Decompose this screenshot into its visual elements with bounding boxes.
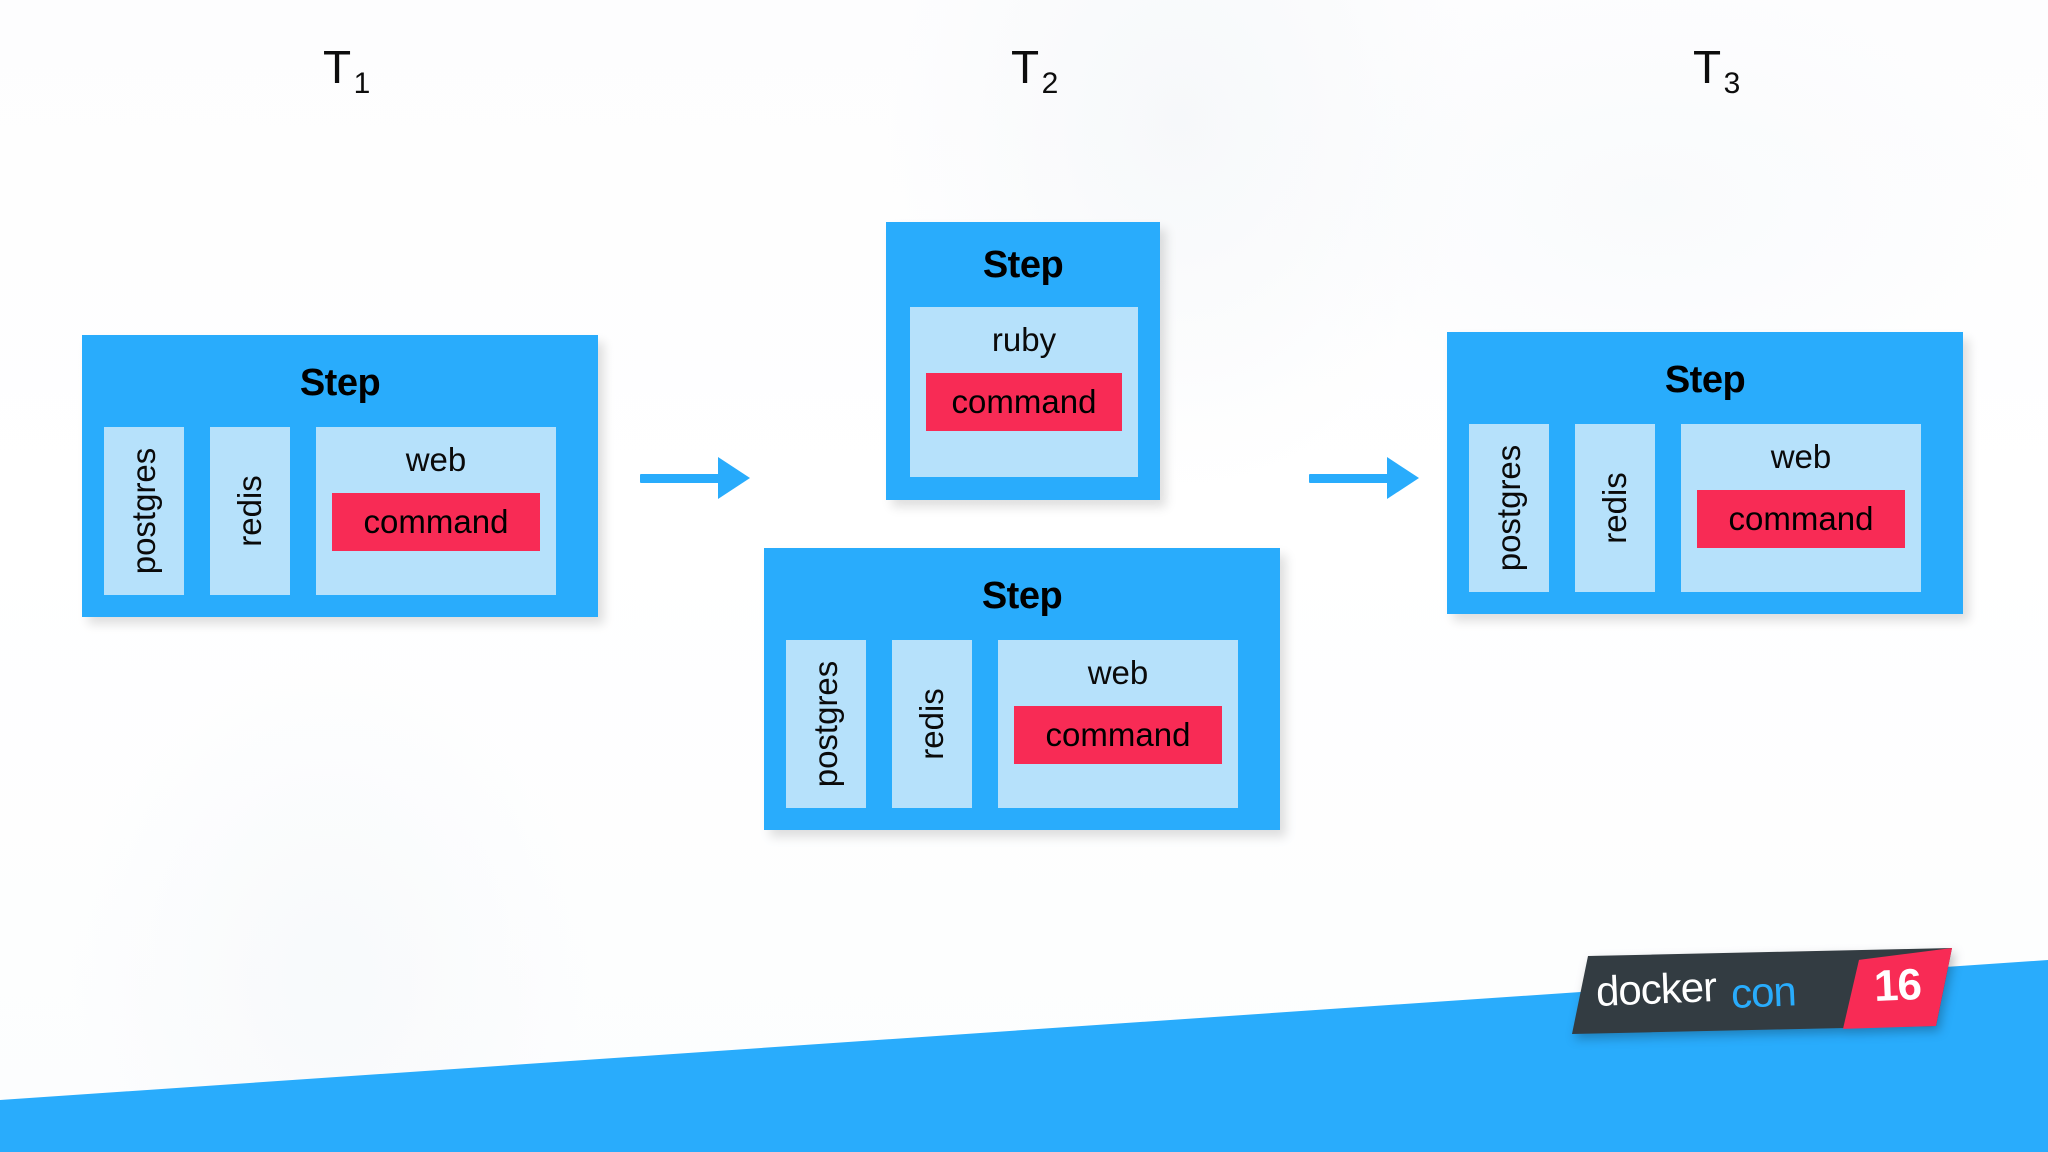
command-badge[interactable]: command bbox=[1014, 706, 1222, 764]
timeline-label-t3: T3 bbox=[1693, 40, 1740, 101]
timeline-label-t3-sub: 3 bbox=[1723, 67, 1741, 101]
service-label-postgres: postgres bbox=[807, 660, 844, 788]
service-label-web: web bbox=[1770, 438, 1832, 475]
command-badge[interactable]: command bbox=[926, 373, 1122, 431]
service-label-redis: redis bbox=[1596, 472, 1633, 544]
service-redis[interactable]: redis bbox=[210, 427, 290, 595]
timeline-label-t2-sub: 2 bbox=[1041, 67, 1059, 101]
service-label-postgres: postgres bbox=[125, 447, 162, 575]
step-box-t3[interactable]: Step postgres redis web command bbox=[1447, 332, 1963, 614]
step-box-t2-ruby[interactable]: Step ruby command bbox=[886, 222, 1160, 500]
arrow-shaft bbox=[1309, 473, 1388, 483]
arrow-t1-to-t2-icon bbox=[640, 456, 750, 500]
step-title: Step bbox=[299, 362, 381, 404]
step-box-t1[interactable]: Step postgres redis web command bbox=[82, 335, 598, 617]
service-web[interactable]: web command bbox=[1681, 424, 1921, 592]
timeline-label-t2-base: T bbox=[1011, 41, 1040, 93]
logo-word-con: con bbox=[1729, 967, 1797, 1017]
arrow-head bbox=[718, 457, 750, 499]
timeline-label-t1-sub: 1 bbox=[353, 67, 371, 101]
command-badge[interactable]: command bbox=[332, 493, 540, 551]
service-label-web: web bbox=[405, 441, 467, 478]
service-web[interactable]: web command bbox=[316, 427, 556, 595]
service-ruby[interactable]: ruby command bbox=[910, 307, 1138, 477]
service-postgres[interactable]: postgres bbox=[786, 640, 866, 808]
timeline-label-t2: T2 bbox=[1011, 40, 1058, 101]
logo-word-docker: docker bbox=[1594, 962, 1717, 1015]
timeline-label-t1: T1 bbox=[323, 40, 370, 101]
service-label-redis: redis bbox=[913, 688, 950, 760]
arrow-t2-to-t3-icon bbox=[1309, 456, 1419, 500]
service-postgres[interactable]: postgres bbox=[104, 427, 184, 595]
service-redis[interactable]: redis bbox=[892, 640, 972, 808]
service-label-redis: redis bbox=[231, 475, 268, 547]
service-label-web: web bbox=[1087, 654, 1149, 691]
arrow-shaft bbox=[640, 473, 719, 483]
command-badge[interactable]: command bbox=[1697, 490, 1905, 548]
service-postgres[interactable]: postgres bbox=[1469, 424, 1549, 592]
logo-shape bbox=[1572, 948, 1952, 1034]
logo-year: 16 bbox=[1872, 960, 1922, 1011]
dockercon-logo: docker con 16 bbox=[1572, 948, 1952, 1034]
timeline-label-t3-base: T bbox=[1693, 41, 1722, 93]
service-label-ruby: ruby bbox=[991, 321, 1057, 358]
service-label-postgres: postgres bbox=[1490, 444, 1527, 572]
step-title: Step bbox=[1664, 359, 1746, 401]
step-title: Step bbox=[981, 575, 1063, 617]
timeline-label-t1-base: T bbox=[323, 41, 352, 93]
service-web[interactable]: web command bbox=[998, 640, 1238, 808]
service-redis[interactable]: redis bbox=[1575, 424, 1655, 592]
step-box-t2-app[interactable]: Step postgres redis web command bbox=[764, 548, 1280, 830]
arrow-head bbox=[1387, 457, 1419, 499]
step-title: Step bbox=[982, 244, 1064, 286]
